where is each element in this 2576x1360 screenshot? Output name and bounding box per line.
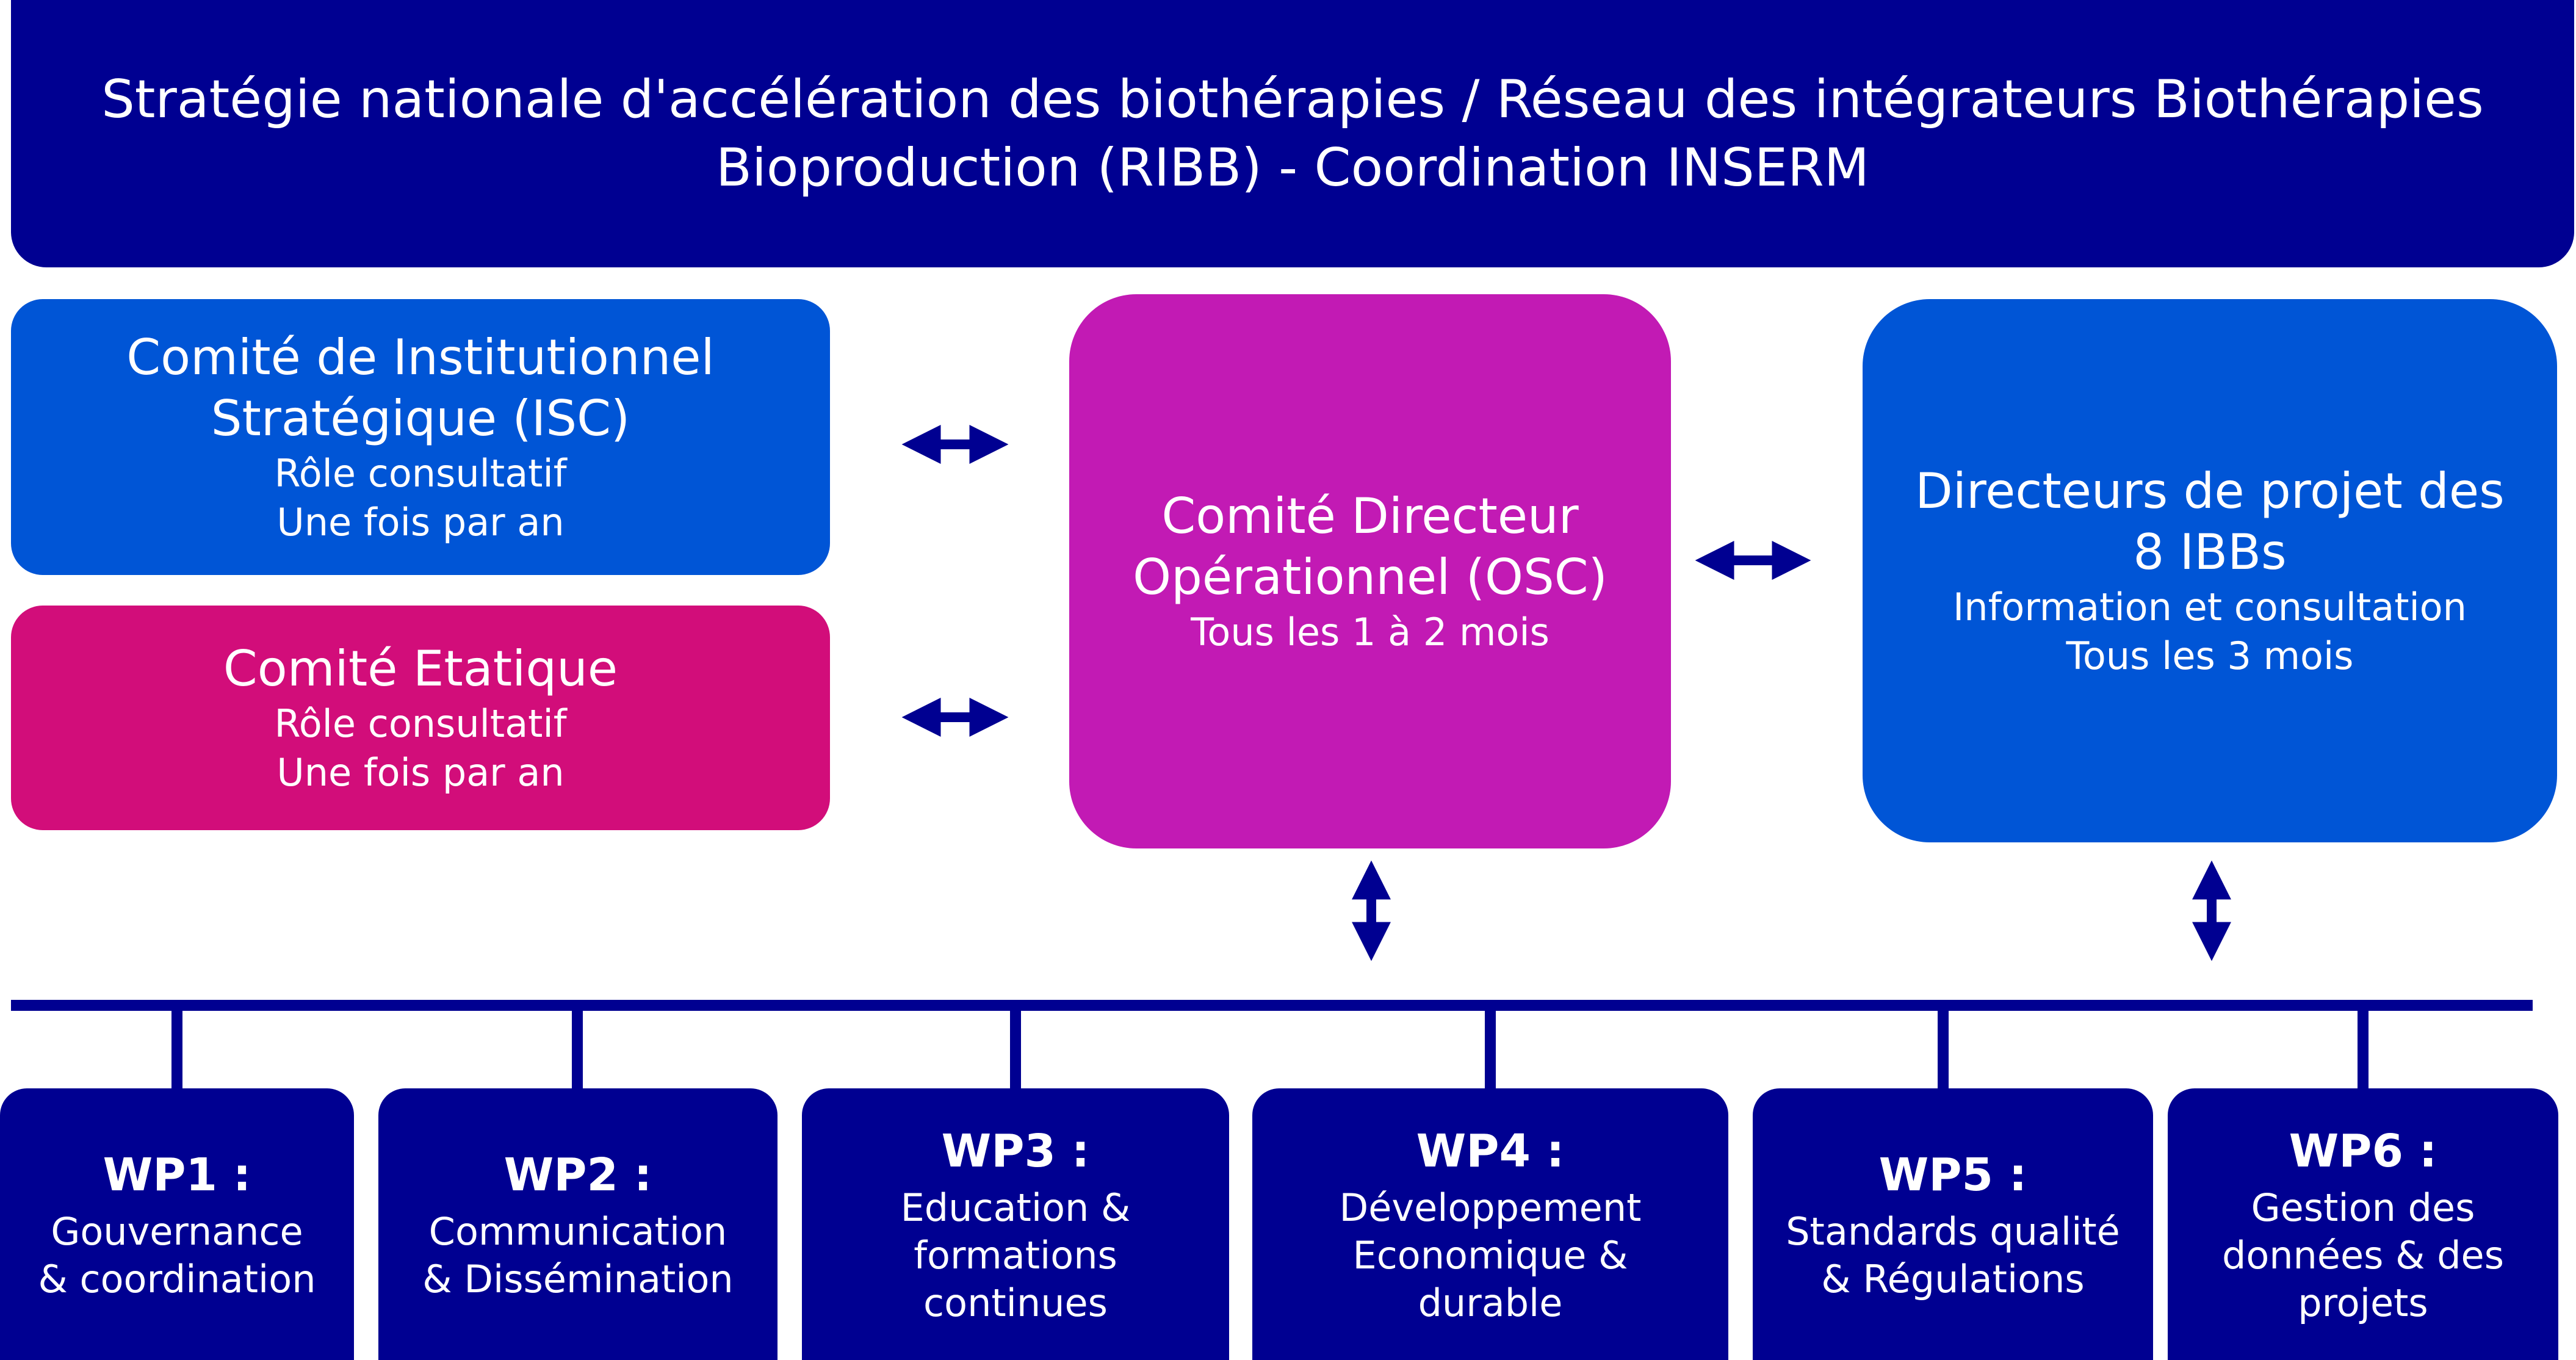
etatique-title: Comité Etatique [223, 640, 618, 697]
header-line-2: Bioproduction (RIBB) - Coordination INSE… [715, 137, 1870, 198]
wp5-box: WP5 : Standards qualité & Régulations [1753, 1088, 2153, 1360]
etatique-role: Rôle consultatif [274, 701, 567, 746]
wp6-line-1: Gestion des [2251, 1185, 2475, 1230]
wp2-line-2: & Dissémination [422, 1256, 734, 1301]
wp6-line-3: projets [2298, 1280, 2428, 1325]
wp5-title: WP5 : [1878, 1148, 2027, 1201]
directeurs-frequency: Tous les 3 mois [2066, 634, 2354, 678]
wp5-line-1: Standards qualité [1786, 1209, 2120, 1254]
wp3-line-2: formations [914, 1232, 1117, 1278]
directeurs-title-line-1: Directeurs de projet des [1915, 463, 2505, 519]
wp4-line-3: durable [1418, 1280, 1563, 1325]
osc-frequency: Tous les 1 à 2 mois [1191, 610, 1550, 654]
wp3-box: WP3 : Education & formations continues [802, 1088, 1229, 1360]
wp2-box: WP2 : Communication & Dissémination [378, 1088, 777, 1360]
directeurs-box: Directeurs de projet des 8 IBBs Informat… [1863, 299, 2557, 842]
wp1-box: WP1 : Gouvernance & coordination [0, 1088, 354, 1360]
osc-title-line-2: Opérationnel (OSC) [1133, 549, 1607, 606]
wp1-title: WP1 : [103, 1148, 251, 1201]
directeurs-role: Information et consultation [1953, 585, 2467, 629]
wp4-title: WP4 : [1416, 1124, 1565, 1177]
wp4-line-2: Economique & [1352, 1232, 1628, 1278]
isc-title-line-2: Stratégique (ISC) [211, 390, 630, 447]
osc-title-line-1: Comité Directeur [1161, 488, 1579, 544]
wp5-line-2: & Régulations [1821, 1256, 2085, 1301]
directeurs-title-line-2: 8 IBBs [2133, 524, 2287, 581]
wp3-line-1: Education & [900, 1185, 1131, 1230]
isc-role: Rôle consultatif [274, 451, 567, 496]
wp6-line-2: données & des [2221, 1232, 2505, 1278]
wp4-line-1: Développement [1339, 1185, 1642, 1230]
wp6-title: WP6 : [2289, 1124, 2437, 1177]
wp3-line-3: continues [923, 1280, 1108, 1325]
wp1-line-1: Gouvernance [51, 1209, 303, 1254]
wp6-box: WP6 : Gestion des données & des projets [2168, 1088, 2558, 1360]
wp2-line-1: Communication [428, 1209, 727, 1254]
header-line-1: Stratégie nationale d'accélération des b… [101, 69, 2484, 130]
wp4-box: WP4 : Développement Economique & durable [1252, 1088, 1728, 1360]
wp1-line-2: & coordination [38, 1256, 316, 1301]
header-banner: Stratégie nationale d'accélération des b… [11, 0, 2574, 267]
isc-frequency: Une fois par an [276, 500, 565, 544]
etatique-frequency: Une fois par an [276, 750, 565, 795]
wp3-title: WP3 : [941, 1124, 1090, 1177]
isc-box: Comité de Institutionnel Stratégique (IS… [11, 299, 830, 575]
isc-title-line-1: Comité de Institutionnel [126, 329, 715, 386]
wp2-title: WP2 : [503, 1148, 652, 1201]
etatique-box: Comité Etatique Rôle consultatif Une foi… [11, 606, 830, 830]
osc-box: Comité Directeur Opérationnel (OSC) Tous… [1069, 294, 1671, 848]
